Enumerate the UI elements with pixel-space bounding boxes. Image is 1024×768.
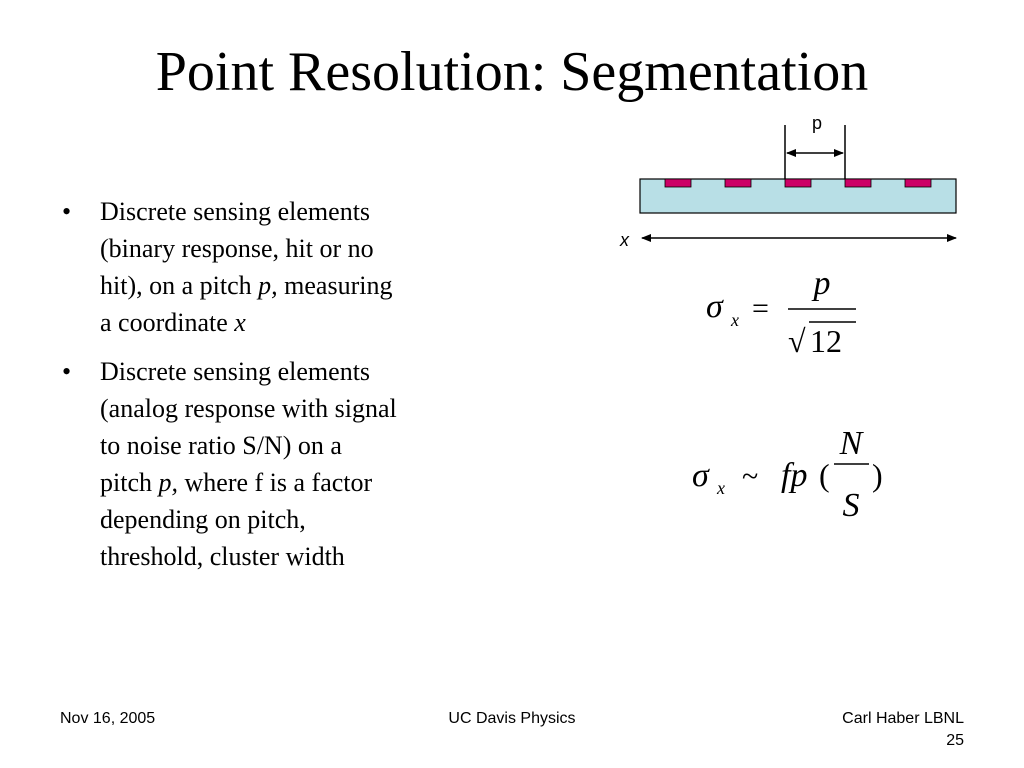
equation-binary-resolution: σ x = p √ 12 xyxy=(706,265,856,359)
footer-right: Carl Haber LBNL 25 xyxy=(842,708,964,752)
bullet-list: • Discrete sensing elements (binary respon… xyxy=(54,193,514,587)
footer-author: Carl Haber LBNL xyxy=(842,710,964,727)
bullet-line: (binary response, hit or no xyxy=(100,230,514,267)
segmented-sensor-diagram: p x xyxy=(619,113,957,250)
bullet-text: pitch xyxy=(100,468,159,497)
bullet-marker: • xyxy=(62,197,72,226)
bullet-text: Discrete sensing elements xyxy=(100,197,371,226)
bullet-text: to noise ratio S/N) on a xyxy=(100,431,342,460)
bullet-line: Discrete sensing elements xyxy=(100,353,514,390)
bullet-text: (analog response with signal xyxy=(100,394,397,423)
footer-date: Nov 16, 2005 xyxy=(60,710,156,727)
bullet-text: (binary response, hit or no xyxy=(100,234,374,263)
sensor-strip xyxy=(784,178,812,188)
bullet-text: threshold, cluster width xyxy=(100,542,345,571)
fraction-denominator: S xyxy=(843,487,860,524)
bullet-text: Discrete sensing elements xyxy=(100,357,371,386)
bullet-line: Discrete sensing elements xyxy=(100,193,514,230)
italic-variable: x xyxy=(234,308,246,337)
factor-fp: fp xyxy=(781,457,807,494)
bullet-line: pitch p, where f is a factor xyxy=(100,464,514,501)
axis-label-x: x xyxy=(619,230,630,250)
bullet-line: hit), on a pitch p, measuring xyxy=(100,267,514,304)
sigma-subscript: x xyxy=(716,478,725,498)
bullet-text: a coordinate xyxy=(100,308,235,337)
italic-variable: p, xyxy=(258,271,278,300)
slide-title: Point Resolution: Segmentation xyxy=(155,41,869,103)
footer-center-text: UC Davis Physics xyxy=(448,710,576,727)
page-number: 25 xyxy=(946,732,964,749)
sensor-strip xyxy=(904,178,932,188)
fraction-numerator: p xyxy=(812,265,831,302)
fraction-denominator: 12 xyxy=(810,323,842,359)
tilde-sign: ~ xyxy=(742,460,758,493)
bullet-line: depending on pitch, xyxy=(100,501,514,538)
bullet-line: threshold, cluster width xyxy=(100,538,514,575)
bullet-marker: • xyxy=(62,357,72,386)
bullet-line: (analog response with signal xyxy=(100,390,514,427)
bullet-text: where f is a factor xyxy=(178,468,373,497)
sensor-strip xyxy=(664,178,692,188)
pitch-label: p xyxy=(812,113,822,133)
italic-variable: p, xyxy=(158,468,179,497)
sigma-subscript: x xyxy=(730,310,739,330)
bullet-text: depending on pitch, xyxy=(100,505,306,534)
bullet-line: a coordinate x xyxy=(100,304,514,341)
sensor-strip xyxy=(844,178,872,188)
bullet-item: • Discrete sensing elements (analog respon… xyxy=(54,353,514,575)
fraction-numerator: N xyxy=(839,425,865,462)
close-paren: ) xyxy=(872,457,883,493)
equals-sign: = xyxy=(752,292,769,325)
open-paren: ( xyxy=(819,457,830,493)
equation-analog-resolution: σ x ~ fp ( N S ) xyxy=(692,425,883,524)
bullet-line: to noise ratio S/N) on a xyxy=(100,427,514,464)
radical-sign: √ xyxy=(788,323,806,359)
sigma-symbol: σ xyxy=(692,457,710,494)
bullet-text: hit), on a pitch xyxy=(100,271,259,300)
sensor-strips xyxy=(664,178,932,188)
bullet-item: • Discrete sensing elements (binary respon… xyxy=(54,193,514,341)
sensor-strip xyxy=(724,178,752,188)
sigma-symbol: σ xyxy=(706,288,724,325)
bullet-text: measuring xyxy=(277,271,393,300)
